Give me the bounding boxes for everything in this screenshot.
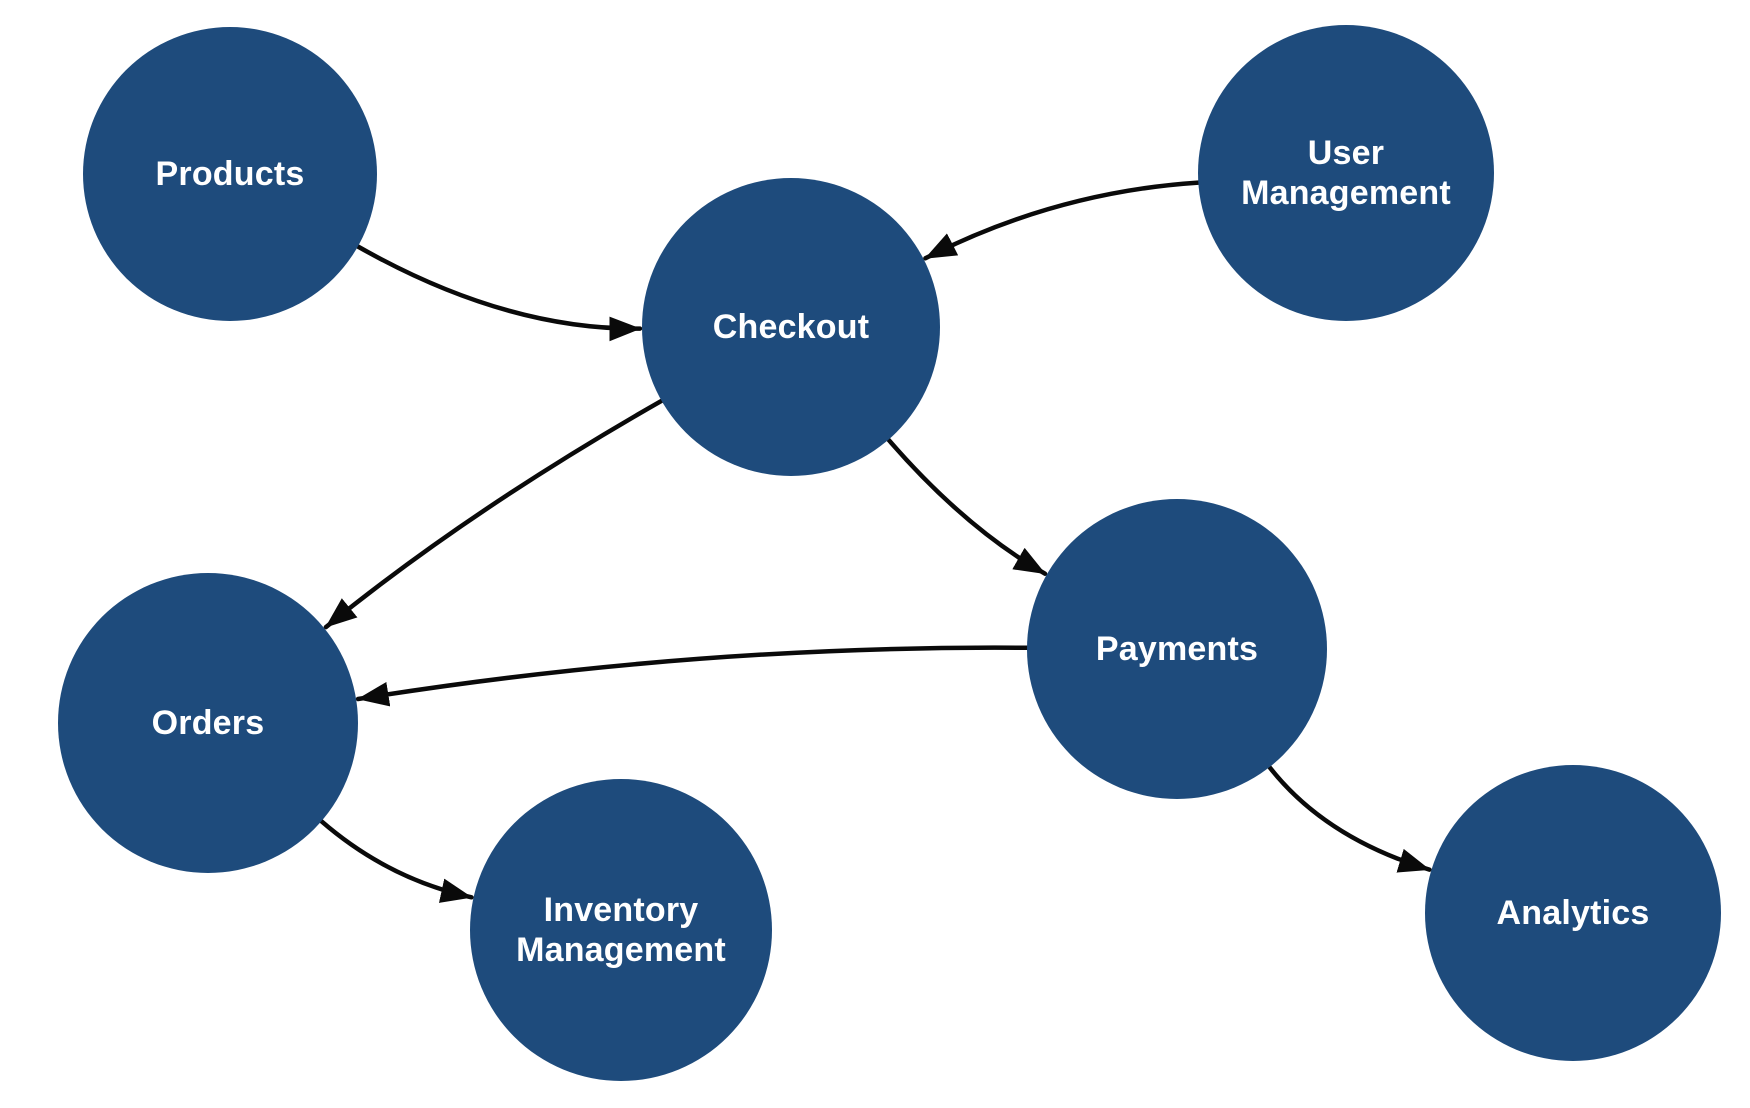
edge-orders-to-inventory-management [319, 818, 474, 903]
edge-products-to-checkout [355, 244, 643, 342]
node-checkout: Checkout [642, 178, 940, 476]
node-products: Products [83, 27, 377, 321]
edge-user-management-to-checkout [923, 180, 1201, 261]
edge-payments-to-orders [355, 645, 1030, 707]
node-analytics: Analytics [1425, 765, 1721, 1061]
node-payments: Payments [1027, 499, 1327, 799]
node-label-analytics: Analytics [1496, 893, 1650, 932]
edge-checkout-to-payments [886, 437, 1048, 576]
node-label-payments: Payments [1095, 629, 1259, 668]
edge-payments-to-analytics [1267, 764, 1432, 873]
node-label-user-management: User Management [1241, 133, 1451, 212]
node-label-checkout: Checkout [712, 307, 870, 346]
node-label-orders: Orders [151, 703, 265, 742]
node-label-products: Products [155, 154, 305, 193]
edge-checkout-to-orders [323, 398, 664, 630]
node-label-inventory-management: Inventory Management [516, 890, 726, 969]
node-user-management: User Management [1198, 25, 1494, 321]
node-orders: Orders [58, 573, 358, 873]
node-inventory-management: Inventory Management [470, 779, 772, 1081]
